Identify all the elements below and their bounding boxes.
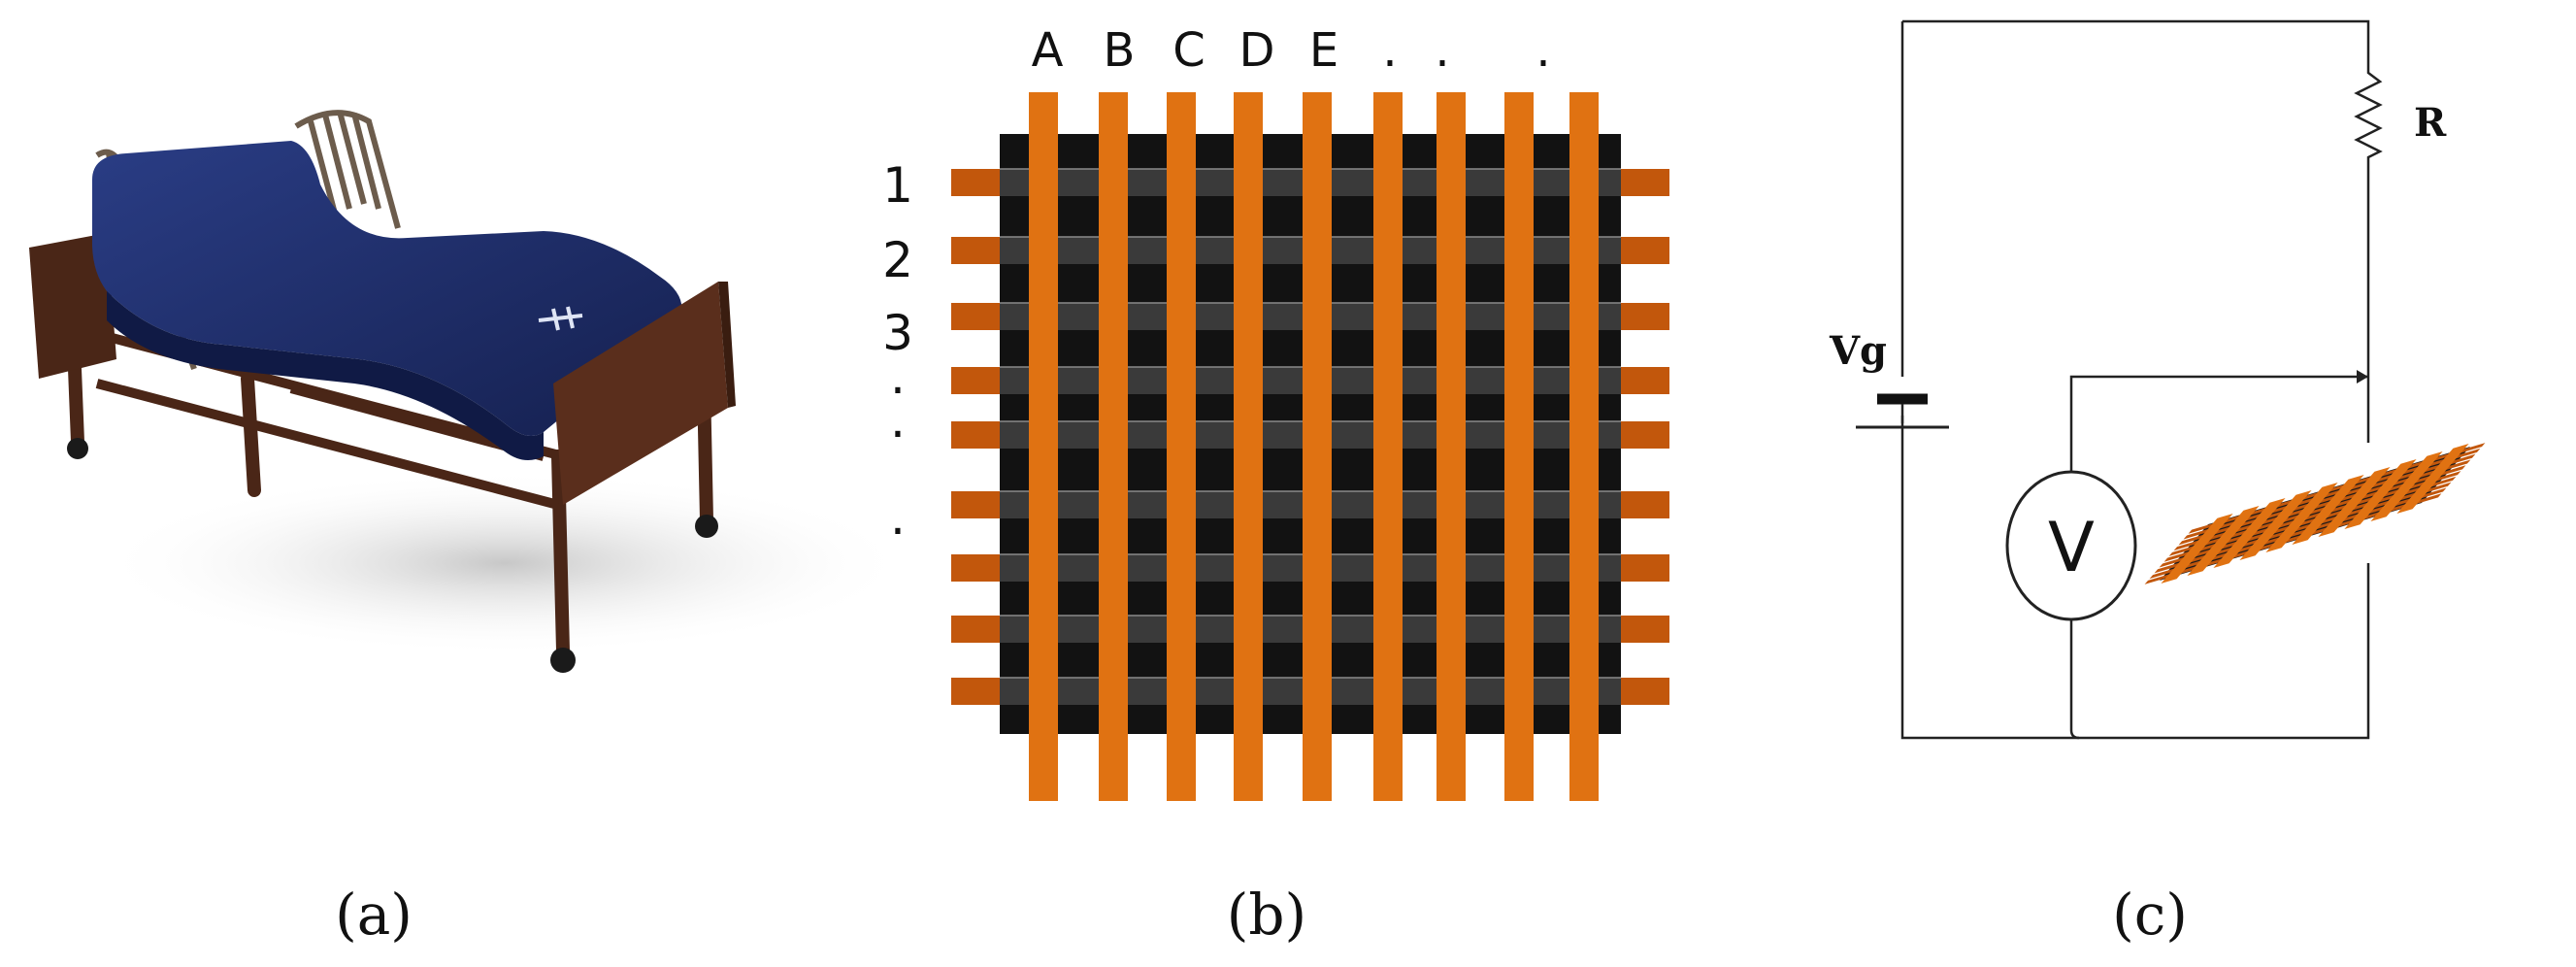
- arrow-head: [2357, 370, 2368, 383]
- column-electrode: [1029, 92, 1058, 801]
- column-label: A: [1032, 23, 1064, 78]
- row-label: .: [890, 349, 906, 405]
- column-electrode: [1373, 92, 1403, 801]
- bed-shadow: [97, 471, 912, 655]
- mini-column-strip: [2344, 458, 2417, 530]
- headboard: [29, 233, 116, 379]
- resistor-label: R: [2414, 100, 2447, 146]
- footboard-edge: [718, 282, 736, 408]
- column-label: .: [1382, 23, 1397, 78]
- sensor-grid: [951, 92, 1669, 801]
- mini-column-strip: [2161, 513, 2233, 584]
- mattress-logo: [538, 306, 583, 331]
- mini-row-strip: [2159, 476, 2457, 568]
- mattress-side: [107, 291, 544, 460]
- panel-a: (a): [29, 110, 912, 948]
- mini-column-strip: [2318, 466, 2391, 538]
- mini-row-strip: [2183, 448, 2481, 540]
- circuit-wires: [1900, 19, 2370, 740]
- column-electrode: [1437, 92, 1466, 801]
- row-label: .: [890, 489, 906, 546]
- sensor-mat-thumbnail: [2144, 443, 2486, 584]
- column-electrode: [1167, 92, 1196, 801]
- panel-c: Vg R V (c): [1829, 19, 2486, 948]
- column-label: D: [1239, 23, 1275, 78]
- voltmeter-label: V: [2048, 508, 2095, 587]
- row-label: 2: [882, 232, 913, 288]
- mini-column-strip: [2187, 505, 2260, 577]
- mini-row-strip: [2168, 465, 2466, 556]
- column-label: .: [1435, 23, 1449, 78]
- row-label: 1: [882, 157, 913, 214]
- column-electrode: [1303, 92, 1332, 801]
- column-label: C: [1172, 23, 1205, 78]
- footboard: [553, 282, 728, 505]
- hospital-bed-illustration: [29, 110, 912, 673]
- mini-column-strip: [2213, 497, 2286, 569]
- row-label: .: [890, 392, 906, 449]
- column-label: B: [1104, 23, 1136, 78]
- row-label: 3: [882, 305, 913, 361]
- column-electrode: [1234, 92, 1263, 801]
- resistor-symbol: [2354, 63, 2383, 165]
- mini-column-strip: [2265, 482, 2338, 553]
- panel-c-caption: (c): [2112, 882, 2188, 948]
- bed-wheels: [67, 438, 718, 673]
- column-label: E: [1309, 23, 1338, 78]
- column-electrode: [1569, 92, 1599, 801]
- mini-column-strip: [2292, 474, 2364, 546]
- voltage-source: [1856, 393, 1949, 429]
- mini-column-strip: [2396, 443, 2469, 515]
- voltmeter: [2005, 470, 2137, 621]
- column-label: .: [1536, 23, 1550, 78]
- mini-row-strip: [2173, 459, 2471, 551]
- mini-row-strip: [2163, 471, 2461, 562]
- source-label: Vg: [1829, 328, 1887, 374]
- column-electrode: [1099, 92, 1128, 801]
- panel-a-caption: (a): [335, 882, 413, 948]
- mattress: [92, 141, 682, 436]
- panel-b-caption: (b): [1227, 882, 1306, 948]
- mini-column-strip: [2370, 450, 2443, 522]
- column-electrode: [1504, 92, 1534, 801]
- row-labels: 1 2 3...: [882, 157, 913, 546]
- mini-column-strip: [2239, 489, 2312, 561]
